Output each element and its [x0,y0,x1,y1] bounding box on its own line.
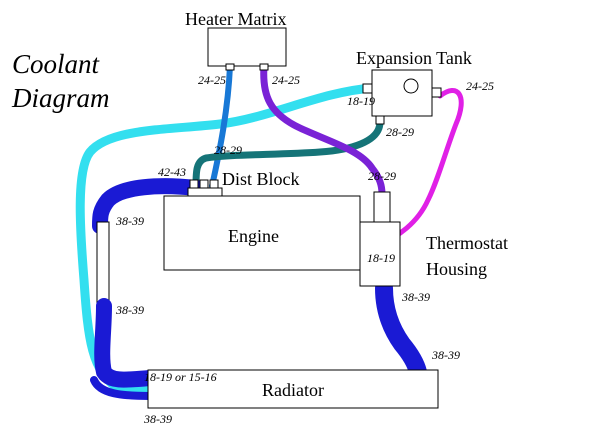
hose-label-lower-left: 38-39 [115,303,144,317]
engine-box [163,195,361,271]
expansion-tank-label: Expansion Tank [356,48,472,68]
hose-label-heater-right: 24-25 [272,73,300,87]
dist-block [187,187,223,197]
radiator-box [147,369,439,409]
tank-cap-icon [403,78,419,94]
tank-port-bottom [375,115,385,125]
radiator-bottom-hose [90,376,154,400]
heater-to-dist-hose [209,63,233,189]
engine-upper-hose [92,178,204,234]
hose-label-middle: 28-29 [214,143,242,157]
thermostat-label-line1: Thermostat [426,233,508,253]
engine-label: Engine [228,226,279,246]
tank-to-thermostat-hose [375,88,464,247]
thermostat-top-pipe [373,191,391,225]
heater-matrix-label: Heater Matrix [185,9,286,29]
hose-label-tank-right: 24-25 [466,79,494,93]
hose-label-tank-left: 18-19 [347,94,375,108]
tank-to-dist-hose [192,118,384,190]
thermostat-port-label: 18-19 [367,251,395,265]
thermostat-housing-box [359,221,401,287]
connector-tube [96,221,110,305]
heater-port-left [225,63,235,71]
cyan-hose [75,83,377,396]
lower-left-hose [94,298,158,388]
hose-label-thermostat-bottom: 38-39 [401,290,430,304]
tank-port-right [431,87,442,98]
expansion-tank-box [371,69,433,117]
heater-to-thermostat-hose [260,62,386,198]
hose-label-radiator-inlet: 18-19 or 15-16 [144,370,217,384]
tank-port-left [362,83,373,94]
heater-port-right [259,63,269,71]
hose-label-engine-left: 38-39 [115,214,144,228]
heater-matrix-box [207,27,287,67]
hose-label-thermostat-top: 28-29 [368,169,396,183]
diagram-title-line2: Diagram [11,83,110,113]
thermostat-label-line2: Housing [426,259,487,279]
thermostat-to-radiator-hose [375,279,427,381]
hose-label-radiator-top-right: 38-39 [431,348,460,362]
dist-block-label: Dist Block [222,169,300,189]
radiator-label: Radiator [262,380,324,400]
hose-label-tank-bottom: 28-29 [386,125,414,139]
hose-label-heater-left: 24-25 [198,73,226,87]
hose-label-radiator-bottom: 38-39 [143,412,172,426]
diagram-title-line1: Coolant [12,49,101,79]
hose-label-dist-block: 42-43 [158,165,186,179]
